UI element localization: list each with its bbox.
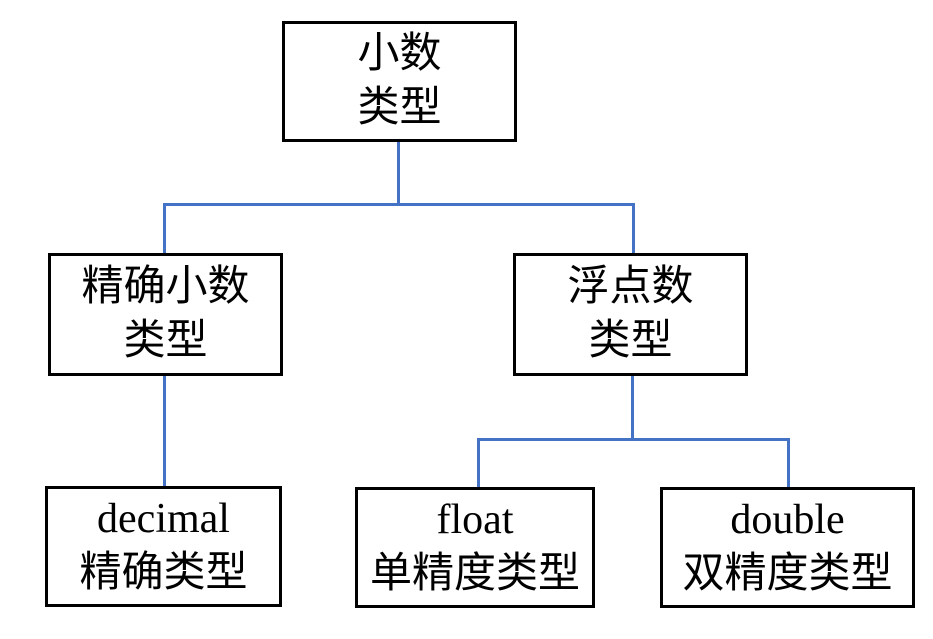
node-label-line: 类型: [588, 317, 673, 364]
node-decimal-type-root: 小数 类型: [282, 21, 517, 142]
connector-level1-bar: [163, 203, 635, 206]
node-label-line: 浮点数: [567, 263, 694, 310]
node-label-line: 双精度类型: [682, 550, 893, 597]
node-label-line: 精确小数: [81, 263, 250, 310]
node-label-line: 精确类型: [79, 549, 248, 596]
node-label-line: double: [730, 496, 845, 543]
node-float: float 单精度类型: [355, 487, 595, 608]
node-floating-point-type: 浮点数 类型: [513, 253, 748, 376]
node-decimal: decimal 精确类型: [45, 486, 282, 607]
connector-floating-stem: [631, 376, 634, 440]
connector-exact-to-decimal: [163, 376, 166, 488]
connector-drop-float: [477, 438, 480, 489]
connector-root-stem: [397, 142, 400, 206]
connector-drop-double: [787, 438, 790, 489]
node-label-line: decimal: [97, 495, 230, 542]
node-double: double 双精度类型: [660, 487, 915, 608]
node-label-line: 单精度类型: [369, 550, 580, 597]
node-label-line: float: [436, 496, 514, 543]
connector-drop-exact: [163, 203, 166, 255]
node-label-line: 类型: [123, 317, 208, 364]
connector-drop-floating: [632, 203, 635, 255]
node-label-line: 小数: [357, 30, 442, 77]
node-label-line: 类型: [357, 84, 442, 131]
connector-level2-bar: [477, 438, 790, 441]
node-exact-decimal-type: 精确小数 类型: [48, 253, 283, 376]
